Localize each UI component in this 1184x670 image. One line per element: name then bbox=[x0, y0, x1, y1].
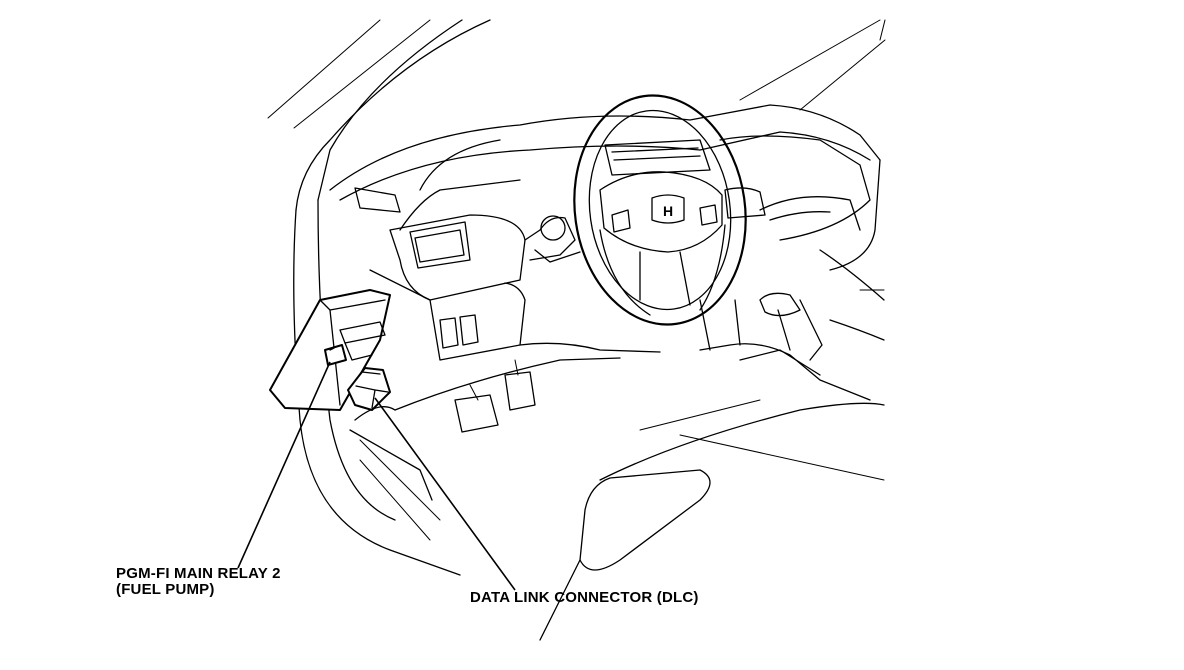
relay-callout: PGM-FI MAIN RELAY 2 (FUEL PUMP) bbox=[116, 566, 281, 598]
instrument-hood bbox=[389, 214, 581, 301]
data-link-connector bbox=[347, 367, 391, 411]
dlc-leader-line bbox=[374, 397, 516, 591]
lower-dash bbox=[349, 269, 661, 501]
windshield-edge bbox=[739, 19, 886, 111]
pgm-fi-main-relay-2 bbox=[324, 344, 347, 366]
center-panel bbox=[604, 139, 766, 219]
a-pillar bbox=[267, 19, 491, 211]
front-seat bbox=[539, 399, 885, 641]
floor-lines bbox=[293, 199, 461, 576]
honda-logo: H bbox=[651, 194, 685, 224]
steering-wheel bbox=[573, 94, 747, 326]
logo-letter: H bbox=[663, 203, 673, 219]
pedals bbox=[454, 359, 536, 433]
center-console bbox=[699, 292, 885, 401]
relay-callout-line1: PGM-FI MAIN RELAY 2 bbox=[116, 565, 281, 582]
dlc-callout: DATA LINK CONNECTOR (DLC) bbox=[470, 589, 699, 606]
dashboard-top bbox=[329, 104, 885, 301]
relay-callout-line2: (FUEL PUMP) bbox=[116, 581, 215, 598]
relay-leader-line bbox=[237, 361, 331, 569]
